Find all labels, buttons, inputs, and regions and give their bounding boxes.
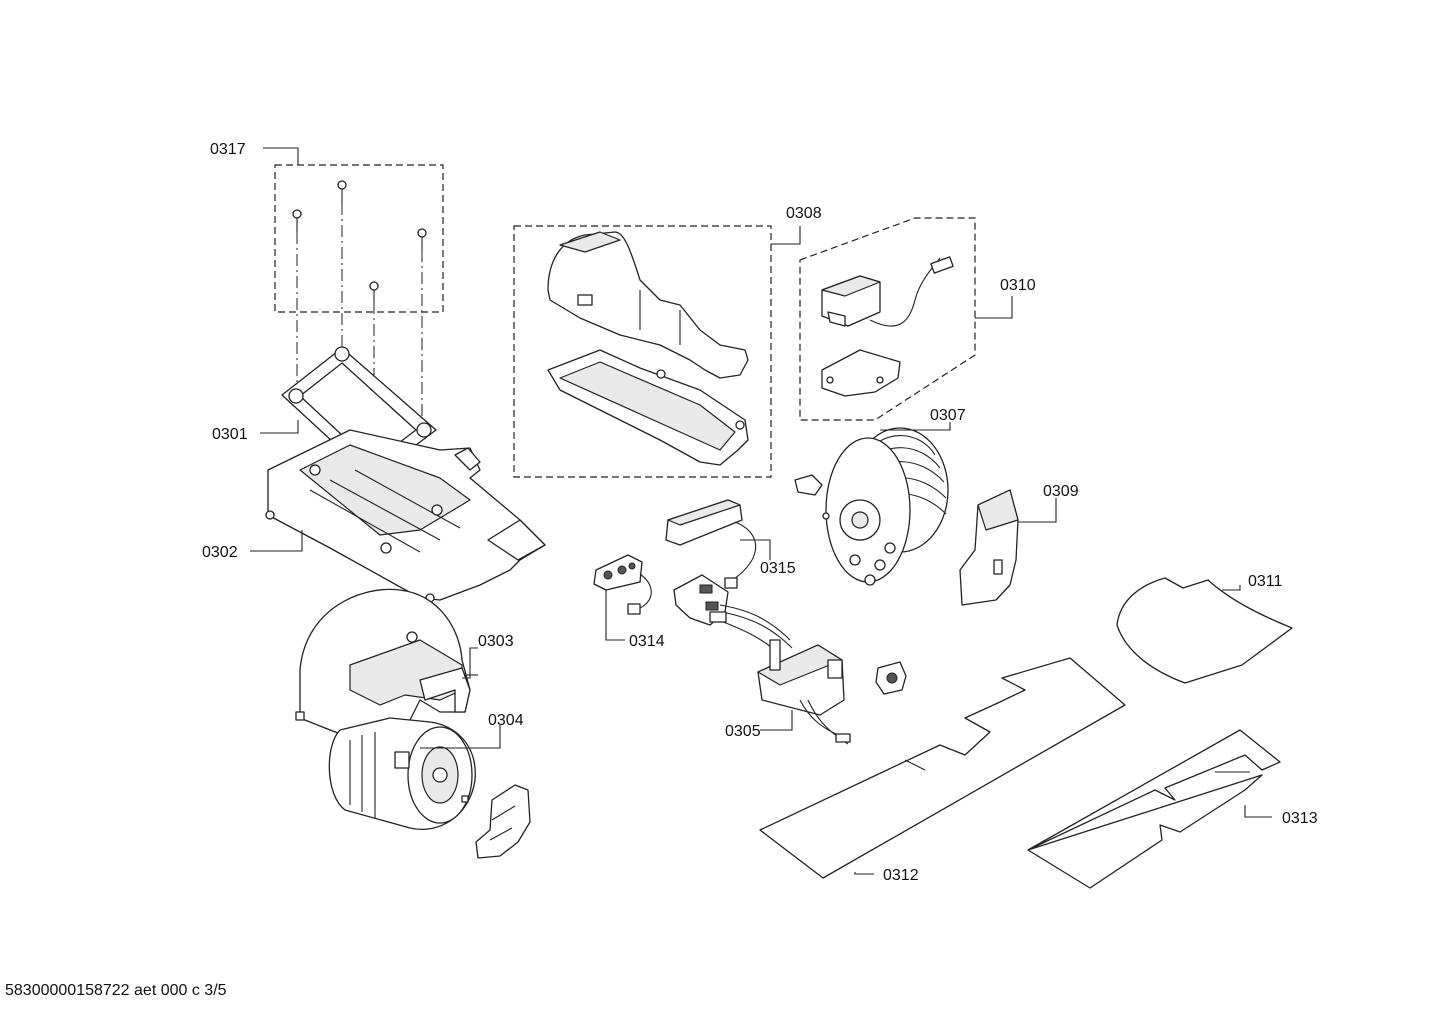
part-0314-socket[interactable] [593, 554, 652, 641]
part-0313-foam-strip[interactable] [1027, 729, 1281, 889]
document-code: 58300000158722 aet 000 c 3/5 [5, 982, 227, 999]
part-small-connector [875, 661, 907, 695]
callout-0301: 0301 [212, 426, 248, 443]
callout-0308: 0308 [786, 205, 822, 222]
part-0305-circuit-board[interactable] [673, 574, 851, 745]
callout-0314: 0314 [629, 633, 665, 650]
part-0309-side-cover[interactable] [959, 489, 1057, 606]
callout-0309: 0309 [1043, 483, 1079, 500]
callout-0307: 0307 [930, 407, 966, 424]
part-0308-handle[interactable] [513, 225, 801, 478]
part-0303-fan-cover[interactable] [295, 588, 478, 746]
callout-0302: 0302 [202, 544, 238, 561]
callout-0313: 0313 [1282, 810, 1318, 827]
callout-0317: 0317 [210, 141, 246, 158]
screw-icon [292, 180, 427, 302]
callout-0311: 0311 [1248, 573, 1283, 590]
part-0311-filter-pad[interactable] [1116, 577, 1293, 684]
part-0312-foam-strip[interactable] [759, 657, 1126, 879]
part-motor-bracket [475, 784, 531, 859]
part-0310-transformer[interactable] [799, 217, 1013, 421]
part-0304-motor[interactable] [328, 717, 501, 830]
callout-0312: 0312 [883, 867, 919, 884]
part-0307-cable-reel[interactable] [794, 422, 951, 586]
callout-0304: 0304 [488, 712, 524, 729]
part-0317-screw-set[interactable] [263, 147, 444, 468]
callout-0303: 0303 [478, 633, 514, 650]
callout-0315: 0315 [760, 560, 796, 577]
callout-0310: 0310 [1000, 277, 1036, 294]
callout-0305: 0305 [725, 723, 761, 740]
part-0302-housing[interactable] [250, 429, 546, 603]
part-0315-switch[interactable] [665, 499, 771, 589]
